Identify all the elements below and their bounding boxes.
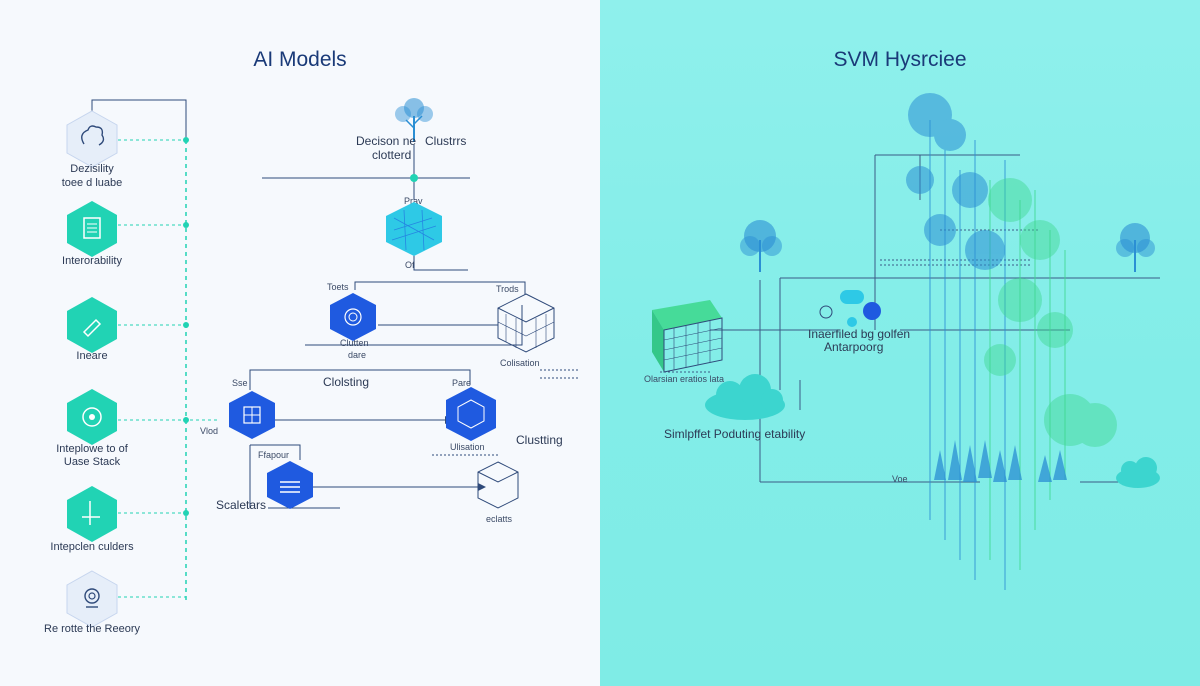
right-panel: SVM Hysrciee Inaerfiled bg golfen Antarp…	[600, 0, 1200, 686]
layers-icon	[267, 461, 313, 509]
sse-label: Sse	[232, 378, 248, 388]
document-icon	[67, 201, 117, 257]
ffapour-label: Ffapour	[258, 450, 290, 460]
tree-icon	[395, 98, 433, 142]
left-panel: AI Models Dezisility toee d luabe Intero…	[44, 48, 578, 635]
sidebar-item-1-label: Dezisility	[70, 163, 114, 175]
small-cube-icon	[477, 461, 519, 509]
grid-caption-label: Olarsian eratios lata	[644, 374, 725, 384]
grid-icon	[229, 391, 275, 439]
dare-label: dare	[348, 350, 367, 360]
eclatts-label: eclatts	[486, 514, 513, 524]
clusting-label: Clustting	[516, 433, 563, 447]
spiral-icon	[66, 570, 118, 628]
voe-label: Voe	[892, 474, 908, 484]
pencil-icon	[67, 297, 117, 353]
sidebar-item-5-label: Intepclen culders	[50, 541, 134, 553]
sidebar-item-6-label: Re rotte the Reeory	[44, 623, 140, 635]
sidebar-item-4-sublabel: Uase Stack	[63, 456, 121, 468]
prav-label: Prav	[404, 196, 423, 206]
right-connector-lines	[652, 93, 1160, 590]
decision-sublabel: clotterd	[372, 148, 412, 162]
scaletars-label: Scaletars	[216, 498, 267, 512]
toets-label: Toets	[327, 282, 349, 292]
cluster-cube-icon	[386, 202, 442, 256]
pare-label: Pare	[452, 378, 472, 388]
sidebar-item-1-sublabel: toee d luabe	[61, 177, 123, 189]
blue-cube-icon	[446, 387, 496, 441]
ulisation-label: Ulisation	[450, 442, 485, 452]
clutten-label: Clutten	[340, 338, 369, 348]
target-icon	[67, 389, 117, 445]
interfiled-label: Inaerfiled bg golfen	[808, 327, 911, 341]
vlod-label: Vlod	[200, 426, 219, 436]
sidebar-item-3-label: Ineare	[76, 350, 108, 362]
left-connector-lines	[91, 99, 578, 600]
interfiled-sublabel: Antarpoorg	[824, 340, 884, 354]
caption-label: Simlpffet Poduting etability	[664, 427, 806, 441]
right-title: SVM Hysrciee	[833, 48, 967, 71]
clolsting-label: Clolsting	[323, 375, 370, 389]
of-label: Of	[405, 260, 415, 270]
page-title: AI Models	[253, 48, 347, 71]
clusters-label: Clustrrs	[425, 134, 467, 148]
left-tree-icon	[740, 220, 782, 272]
trods-label: Trods	[496, 284, 519, 294]
sidebar-item-4-label: Inteplowe to of	[56, 443, 128, 455]
fingerprint-icon	[330, 293, 376, 341]
decision-label: Decison ne	[356, 134, 417, 148]
sidebar-item-2-label: Interorability	[62, 255, 122, 267]
axis-icon	[67, 486, 117, 542]
brain-icon	[66, 110, 118, 168]
wireframe-cube-icon	[497, 293, 555, 353]
colisation-label: Colisation	[500, 358, 540, 368]
